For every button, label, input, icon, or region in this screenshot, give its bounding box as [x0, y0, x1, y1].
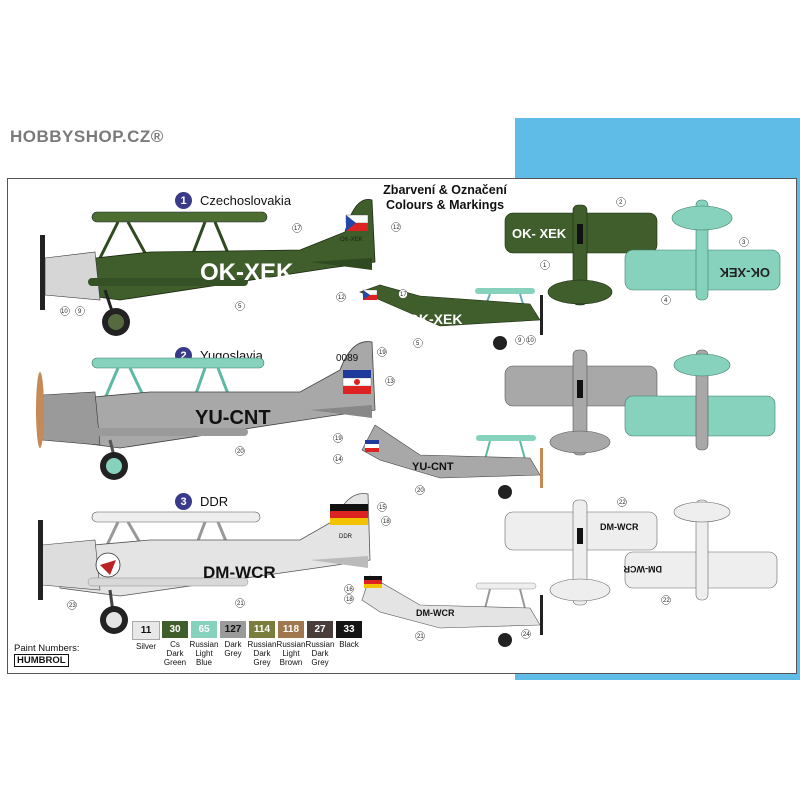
callout-1: 1 — [543, 263, 547, 269]
callout-2: 2 — [619, 200, 623, 206]
registration-2: YU-CNT — [195, 407, 271, 429]
callout-15: 15 — [379, 505, 386, 511]
title-english: Colours & Markings — [385, 198, 505, 212]
scheme-name: DDR — [200, 494, 229, 509]
paint-name: Silver — [135, 642, 156, 651]
paint-code: 33 — [336, 621, 362, 638]
callout-10: 10 — [527, 338, 534, 344]
registration-3-small: DM-WCR — [416, 608, 455, 618]
callout-16: 16 — [346, 587, 353, 593]
callout-22: 22 — [663, 598, 670, 604]
callout-5: 5 — [416, 341, 420, 347]
callout-10: 10 — [61, 309, 68, 315]
watermark: HOBBYSHOP.CZ® — [10, 127, 164, 146]
paint-brand: HUMBROL — [14, 654, 69, 667]
paint-numbers-caption: Paint Numbers: — [14, 643, 80, 654]
registration-3: DM-WCR — [203, 563, 276, 582]
paint-code: 114 — [249, 621, 275, 638]
scheme-number-badge: 1 — [175, 192, 192, 209]
paint-name: Russian Dark Grey — [305, 640, 335, 667]
callout-12: 12 — [338, 295, 345, 301]
callout-18: 18 — [346, 597, 353, 603]
callout-19: 19 — [379, 350, 386, 356]
scheme-number-badge: 3 — [175, 493, 192, 510]
paint-name: Russian Light Blue — [189, 640, 219, 667]
bottom-registration-1: OK-XEK — [719, 265, 770, 280]
callout-14: 14 — [335, 457, 342, 463]
paint-code: 27 — [307, 621, 333, 638]
registration-1-small: OK-XEK — [408, 311, 462, 327]
callout-20: 20 — [417, 488, 424, 494]
callout-17: 17 — [294, 226, 301, 232]
tail-code-2: 0089 — [336, 353, 359, 364]
paint-name: Dark Grey — [224, 640, 242, 658]
callout-4: 4 — [664, 298, 668, 304]
callout-21: 21 — [417, 634, 424, 640]
paint-name: Russian Dark Grey — [247, 640, 277, 667]
callout-20: 20 — [237, 449, 244, 455]
paint-name: Russian Light Brown — [276, 640, 306, 667]
callout-12: 12 — [393, 225, 400, 231]
callout-13: 13 — [387, 379, 394, 385]
tail-code-1: OK-XEK — [340, 237, 363, 243]
sheet-title: Zbarvení & Označení Colours & Markings — [360, 183, 530, 213]
callout-23: 23 — [69, 603, 76, 609]
callout-5: 5 — [238, 304, 242, 310]
title-czech: Zbarvení & Označení — [383, 183, 507, 197]
callout-3: 3 — [742, 240, 746, 246]
callout-9: 9 — [518, 338, 522, 344]
registration-2-small: YU-CNT — [412, 461, 454, 473]
paint-numbers-label: Paint Numbers: HUMBROL — [14, 643, 79, 667]
paint-code: 11 — [132, 621, 160, 640]
paint-swatch: 30 Cs Dark Green — [162, 621, 188, 667]
callout-9: 9 — [78, 309, 82, 315]
callout-18: 18 — [383, 519, 390, 525]
paint-name: Cs Dark Green — [163, 640, 187, 667]
callout-24: 24 — [523, 632, 530, 638]
paint-code: 118 — [278, 621, 304, 638]
bottom-registration-3: DM-WCR — [623, 564, 662, 574]
callout-19: 19 — [335, 436, 342, 442]
paint-code: 30 — [162, 621, 188, 638]
scheme-3-header: 3 DDR — [175, 493, 228, 510]
paint-code: 127 — [220, 621, 246, 638]
callout-22: 22 — [619, 500, 626, 506]
paint-name: Black — [339, 640, 359, 649]
paint-code: 65 — [191, 621, 217, 638]
callout-17: 17 — [400, 292, 407, 298]
tail-code-3: DDR — [339, 534, 353, 540]
top-registration-3: DM-WCR — [600, 522, 639, 532]
scheme-name: Czechoslovakia — [200, 193, 292, 208]
scheme-1-header: 1 Czechoslovakia — [175, 192, 291, 209]
registration-1: OK-XEK — [200, 259, 294, 286]
callout-21: 21 — [237, 601, 244, 607]
top-registration-1: OK- XEK — [512, 226, 567, 241]
